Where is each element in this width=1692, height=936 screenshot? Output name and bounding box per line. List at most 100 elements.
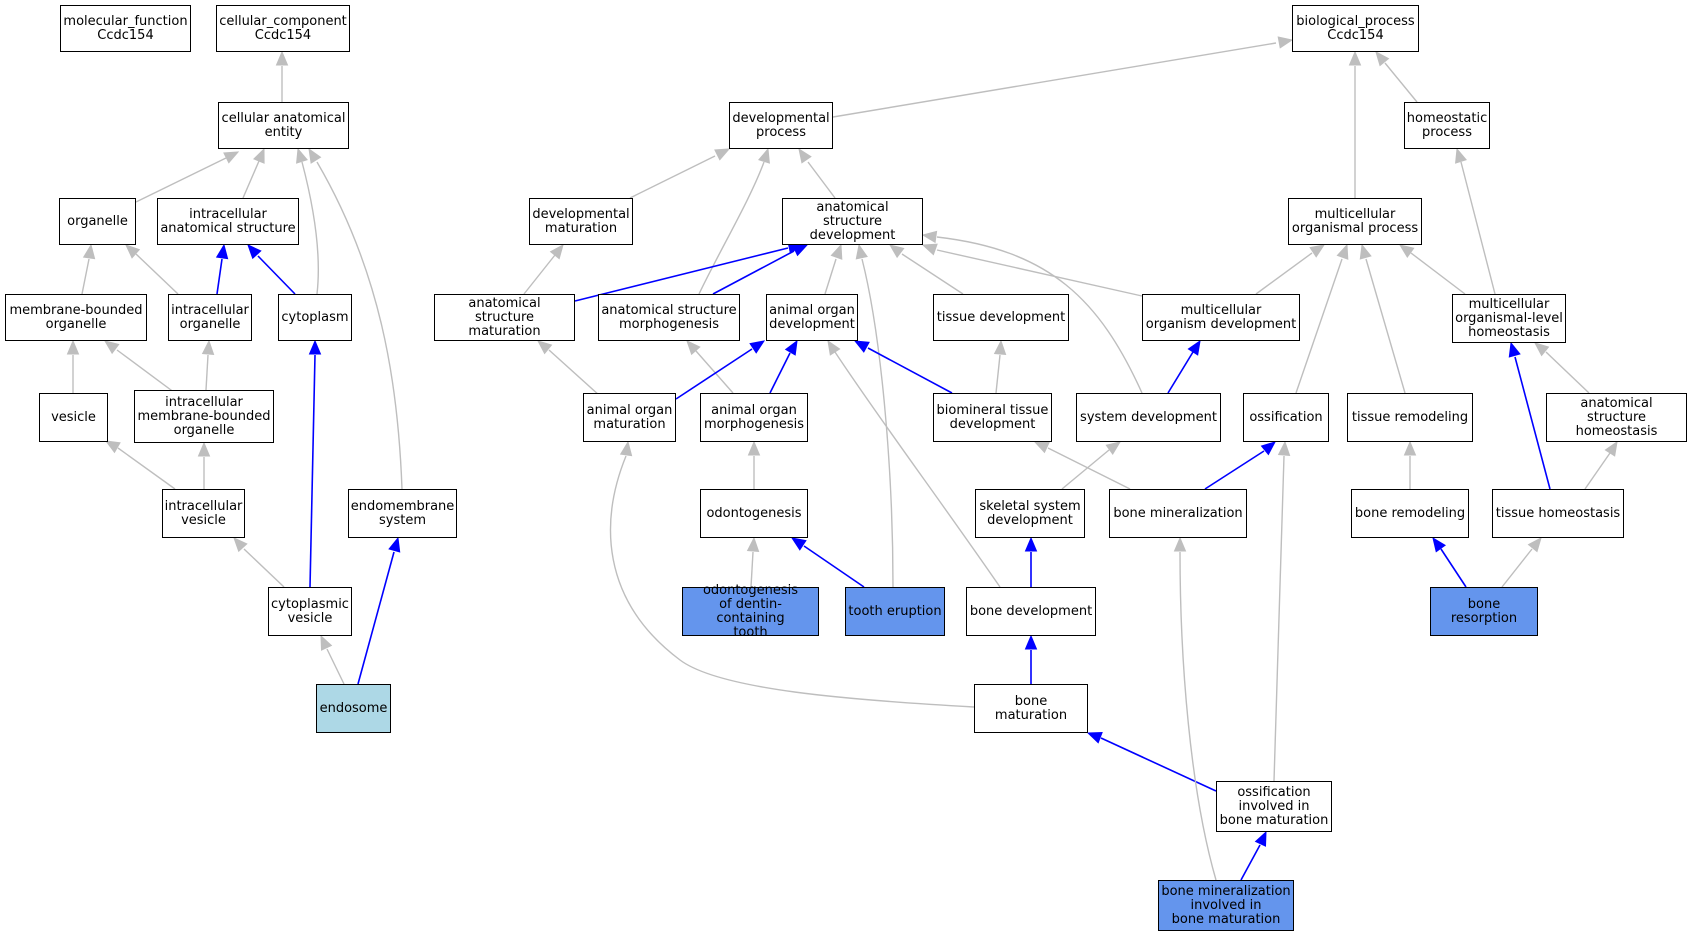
node-anatomical-structure-development[interactable]: anatomical structure development <box>782 198 923 245</box>
edge-mop-mod <box>1255 244 1326 295</box>
node-animal-organ-morphogenesis[interactable]: animal organ morphogenesis <box>700 393 808 442</box>
node-anatomical-structure-maturation[interactable]: anatomical structure maturation <box>434 294 575 341</box>
node-skeletal-system-development[interactable]: skeletal system development <box>975 489 1085 538</box>
edge-aomorph-odonto <box>747 440 761 489</box>
arrowhead <box>103 340 120 355</box>
arrowhead <box>320 634 333 651</box>
node-bone-resorption[interactable]: bone resorption <box>1430 587 1538 636</box>
edge-tissuedev-btd <box>993 339 1007 394</box>
arrowhead <box>308 147 322 164</box>
node-developmental-maturation[interactable]: developmental maturation <box>529 198 633 245</box>
node-endosome[interactable]: endosome <box>316 684 391 733</box>
node-cytoplasmic-vesicle[interactable]: cytoplasmic vesicle <box>268 587 352 636</box>
node-bone-development[interactable]: bone development <box>966 587 1096 636</box>
node-tissue-development[interactable]: tissue development <box>933 294 1069 341</box>
node-molecular-function[interactable]: molecular_function Ccdc154 <box>60 5 191 52</box>
node-system-development[interactable]: system development <box>1076 393 1221 442</box>
arrowhead <box>1105 441 1122 456</box>
arrowhead <box>66 339 80 355</box>
node-intracellular-organelle[interactable]: intracellular organelle <box>168 294 252 341</box>
arrowhead <box>746 536 760 552</box>
node-odontogenesis[interactable]: odontogenesis <box>700 489 808 538</box>
edge-bp-devproc <box>832 36 1294 118</box>
node-bone-remodeling[interactable]: bone remodeling <box>1351 489 1469 538</box>
node-intracellular-vesicle[interactable]: intracellular vesicle <box>162 489 245 538</box>
edge-ossification-oibm <box>1273 440 1291 782</box>
edge-asd-tissuedev <box>888 244 964 295</box>
node-cellular-component[interactable]: cellular_component Ccdc154 <box>216 5 350 52</box>
arrowhead <box>798 147 812 164</box>
node-animal-organ-maturation[interactable]: animal organ maturation <box>583 393 676 442</box>
arrowhead <box>197 441 211 457</box>
node-membrane-bounded-organelle[interactable]: membrane-bounded organelle <box>5 294 147 341</box>
arrowhead <box>1432 536 1447 553</box>
node-multicellular-organismal-process[interactable]: multicellular organismal process <box>1288 198 1422 245</box>
arrowhead <box>296 147 308 164</box>
arrowhead <box>1024 536 1038 552</box>
edge-iv-cytovesicle <box>233 537 285 588</box>
edge-ias-cytoplasm <box>247 244 296 295</box>
node-biological-process[interactable]: biological_process Ccdc154 <box>1292 5 1419 52</box>
arrowhead <box>1455 147 1467 164</box>
edge-aod-btd <box>853 340 953 394</box>
node-intracellular-anatomical-structure[interactable]: intracellular anatomical structure <box>157 198 299 245</box>
edge-bonedev-bonematuration <box>1024 634 1038 684</box>
edge-devproc-devmat <box>629 148 731 199</box>
arrowhead <box>308 339 322 355</box>
node-anatomical-structure-homeostasis[interactable]: anatomical structure homeostasis <box>1546 393 1687 442</box>
edge-cae-ias <box>242 147 265 199</box>
edge-asd-aod <box>824 243 843 295</box>
arrowhead <box>853 340 870 353</box>
edge-endomem-endosome <box>357 536 401 685</box>
node-multicellular-organismal-level-homeostasis[interactable]: multicellular organismal-level homeostas… <box>1452 294 1566 343</box>
node-cytoplasm[interactable]: cytoplasm <box>278 294 352 341</box>
node-cellular-anatomical-entity[interactable]: cellular anatomical entity <box>218 102 349 149</box>
edge-devproc-asmorph <box>698 147 770 295</box>
arrowhead <box>784 339 798 356</box>
arrowhead <box>275 50 289 66</box>
edge-sysdev-ssd <box>1061 441 1122 490</box>
edge-mod-sysdev <box>1167 339 1201 394</box>
node-tissue-remodeling[interactable]: tissue remodeling <box>1347 393 1473 442</box>
edge-asd-sysdev <box>921 230 1143 394</box>
edge-molh-th <box>1508 341 1551 490</box>
node-ossification-involved-in-bone-maturation[interactable]: ossification involved in bone maturation <box>1216 781 1332 832</box>
edge-th-boneresorption <box>1501 537 1542 588</box>
arrowhead <box>1359 243 1372 260</box>
arrowhead <box>855 243 868 260</box>
node-tooth-eruption[interactable]: tooth eruption <box>845 587 945 636</box>
arrowhead <box>1277 36 1294 49</box>
arrowhead <box>1254 830 1267 847</box>
node-bone-mineralization-involved-in-bone-maturation[interactable]: bone mineralization involved in bone mat… <box>1158 880 1294 931</box>
node-developmental-process[interactable]: developmental process <box>729 102 833 149</box>
edge-mop-ossification <box>1295 243 1349 394</box>
node-bone-maturation[interactable]: bone maturation <box>974 684 1088 733</box>
edge-io-imbo <box>201 339 215 391</box>
edge-asd-mod <box>921 243 1143 297</box>
edge-cae-endomem <box>308 147 403 490</box>
node-intracellular-membrane-bounded-organelle[interactable]: intracellular membrane-bounded organelle <box>134 390 274 443</box>
node-bone-mineralization[interactable]: bone mineralization <box>1109 489 1247 538</box>
arrowhead <box>233 537 248 553</box>
node-multicellular-organism-development[interactable]: multicellular organism development <box>1142 294 1300 341</box>
node-ossification[interactable]: ossification <box>1243 393 1329 442</box>
arrowhead <box>253 147 265 164</box>
node-animal-organ-development[interactable]: animal organ development <box>766 294 858 341</box>
node-anatomical-structure-morphogenesis[interactable]: anatomical structure morphogenesis <box>598 294 740 341</box>
node-biomineral-tissue-development[interactable]: biomineral tissue development <box>933 393 1052 442</box>
node-endomembrane-system[interactable]: endomembrane system <box>348 489 457 538</box>
edge-molh-ash <box>1534 342 1590 394</box>
node-vesicle[interactable]: vesicle <box>39 393 108 442</box>
edge-devmat-asmat <box>523 244 564 295</box>
arrowhead <box>1375 51 1390 67</box>
arrowhead <box>1187 339 1201 356</box>
arrowhead <box>1534 342 1550 357</box>
node-homeostatic-process[interactable]: homeostatic process <box>1404 102 1490 149</box>
edge-aod-aomorph <box>769 339 798 394</box>
arrowhead <box>993 339 1007 355</box>
arrowhead <box>82 243 96 260</box>
edge-mbo-vesicle <box>66 339 80 393</box>
node-tissue-homeostasis[interactable]: tissue homeostasis <box>1492 489 1624 538</box>
node-organelle[interactable]: organelle <box>59 198 136 245</box>
node-odontogenesis-dentin-containing-tooth[interactable]: odontogenesis of dentin-containing tooth <box>682 583 819 639</box>
